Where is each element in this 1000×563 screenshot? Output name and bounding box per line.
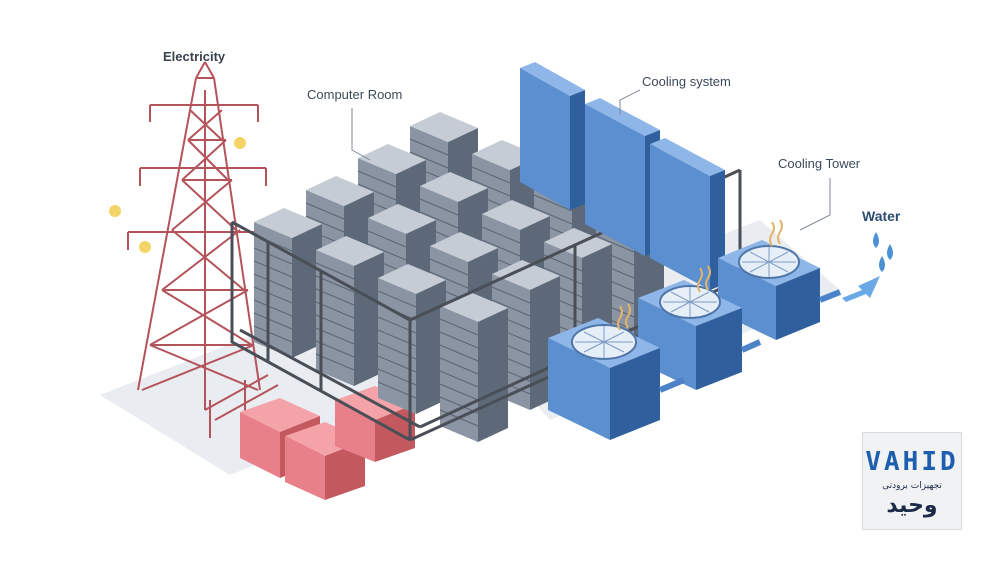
cooling-system-cabinets (520, 62, 725, 290)
cooling-cabinet (520, 62, 585, 210)
cooling-towers (548, 219, 842, 440)
callout-lines (351, 89, 831, 231)
transformers (240, 386, 441, 500)
cooling-cabinet (650, 138, 725, 290)
steam-icons (617, 219, 783, 331)
cooling-system-label: Cooling system (642, 74, 731, 89)
cooling-tower-unit (548, 318, 660, 440)
power-spark-icons (109, 137, 246, 253)
computer-room-label: Computer Room (307, 87, 403, 102)
tower-pipes (658, 289, 842, 393)
server-rack (253, 208, 322, 358)
server-rack (315, 236, 384, 386)
logo-latin-text: VAHID (865, 447, 959, 477)
cooling-tower-unit (718, 240, 820, 340)
power-lines (204, 374, 279, 438)
cooling-tower-label: Cooling Tower (778, 156, 861, 171)
server-rack (377, 264, 446, 414)
water-label: Water (862, 208, 901, 224)
logo-persian-text: وحید (886, 493, 938, 518)
logo-subtitle: تجهیزات برودتی (882, 481, 942, 491)
vahid-logo: VAHID تجهیزات برودتی وحید (862, 432, 962, 530)
water-inflow-arrow-icon (842, 276, 880, 302)
electricity-label: Electricity (163, 49, 226, 64)
water-drop-icons (873, 232, 893, 272)
server-rack (439, 292, 508, 442)
